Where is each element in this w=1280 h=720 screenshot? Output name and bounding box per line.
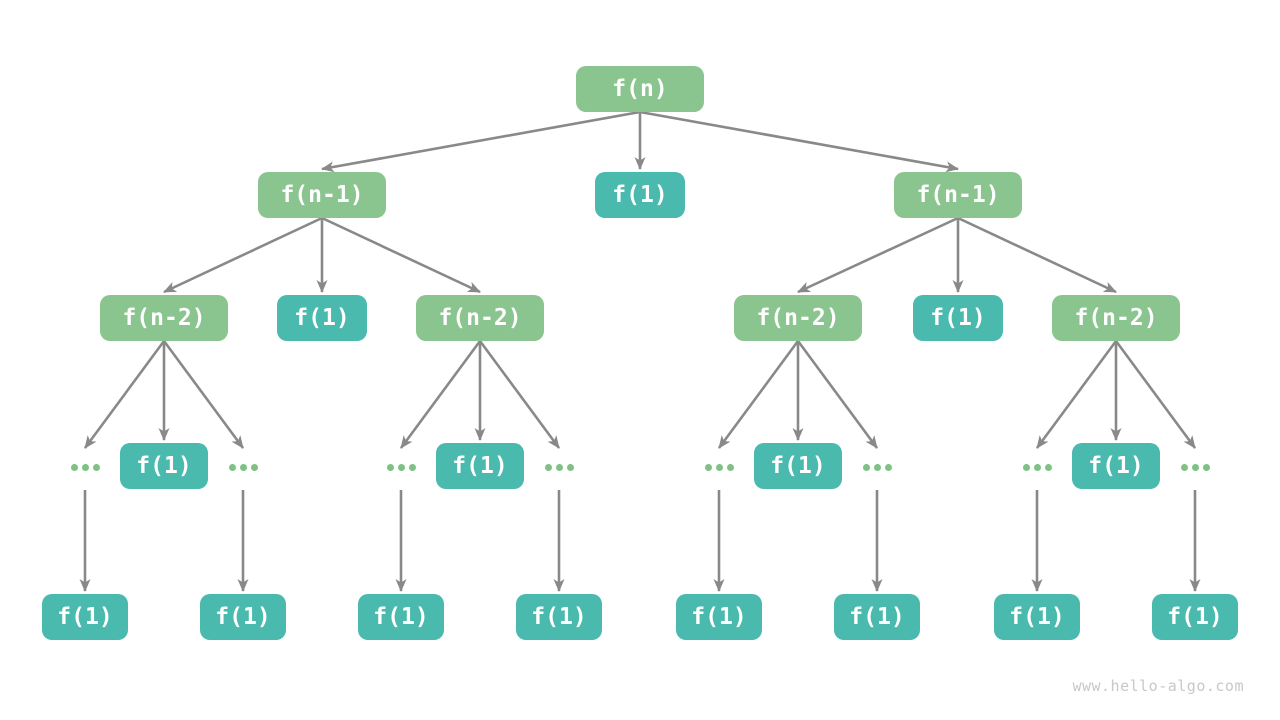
ellipsis-node-dots-8	[1180, 463, 1210, 471]
ellipsis-dot	[1202, 463, 1210, 471]
tree-node-fn1-right: f(n-1)	[894, 172, 1022, 218]
ellipsis-dot	[1044, 463, 1052, 471]
tree-node-f1-l3-right: f(1)	[913, 295, 1003, 341]
watermark: www.hello-algo.com	[1072, 677, 1244, 695]
ellipsis-dot	[408, 463, 416, 471]
ellipsis-dot	[715, 463, 723, 471]
tree-node-fn2-1: f(n-2)	[100, 295, 228, 341]
ellipsis-node-dots-1	[70, 463, 100, 471]
tree-node-root: f(n)	[576, 66, 704, 112]
tree-edge-fn1-right-to-fn2-4	[957, 216, 1117, 294]
tree-edge-fn2-2-to-dots-4	[478, 340, 561, 449]
tree-edge-fn1-left-to-fn2-2	[321, 216, 481, 294]
tree-edge-fn2-3-to-dots-6	[796, 340, 879, 449]
ellipsis-dot	[862, 463, 870, 471]
tree-node-f1-l5-6: f(1)	[834, 594, 920, 640]
ellipsis-dot	[544, 463, 552, 471]
ellipsis-dot	[250, 463, 258, 471]
tree-edge-fn2-2-to-dots-3	[399, 340, 482, 449]
ellipsis-node-dots-6	[862, 463, 892, 471]
tree-node-f1-l5-2: f(1)	[200, 594, 286, 640]
ellipsis-dot	[884, 463, 892, 471]
tree-node-f1-l5-1: f(1)	[42, 594, 128, 640]
tree-edge-fn2-4-to-dots-7	[1035, 340, 1118, 449]
tree-node-f1-l4-4: f(1)	[1072, 443, 1160, 489]
tree-node-f1-l5-5: f(1)	[676, 594, 762, 640]
tree-node-f1-l4-1: f(1)	[120, 443, 208, 489]
tree-edge-root-to-fn1-left	[321, 110, 641, 173]
tree-node-f1-l4-2: f(1)	[436, 443, 524, 489]
ellipsis-dot	[81, 463, 89, 471]
ellipsis-dot	[397, 463, 405, 471]
tree-node-fn2-2: f(n-2)	[416, 295, 544, 341]
ellipsis-node-dots-4	[544, 463, 574, 471]
ellipsis-dot	[92, 463, 100, 471]
ellipsis-dot	[1022, 463, 1030, 471]
tree-node-f1-l3-left: f(1)	[277, 295, 367, 341]
ellipsis-dot	[555, 463, 563, 471]
ellipsis-dot	[239, 463, 247, 471]
ellipsis-node-dots-7	[1022, 463, 1052, 471]
tree-node-f1-l5-4: f(1)	[516, 594, 602, 640]
tree-node-f1-l4-3: f(1)	[754, 443, 842, 489]
tree-node-f1-l5-7: f(1)	[994, 594, 1080, 640]
ellipsis-dot	[726, 463, 734, 471]
tree-node-fn2-3: f(n-2)	[734, 295, 862, 341]
ellipsis-dot	[704, 463, 712, 471]
ellipsis-dot	[1033, 463, 1041, 471]
tree-node-f1-l2: f(1)	[595, 172, 685, 218]
ellipsis-dot	[386, 463, 394, 471]
tree-edge-fn2-4-to-dots-8	[1114, 340, 1197, 449]
ellipsis-node-dots-5	[704, 463, 734, 471]
ellipsis-dot	[228, 463, 236, 471]
ellipsis-dot	[1180, 463, 1188, 471]
ellipsis-dot	[873, 463, 881, 471]
tree-node-f1-l5-8: f(1)	[1152, 594, 1238, 640]
ellipsis-node-dots-3	[386, 463, 416, 471]
tree-edge-fn1-left-to-fn2-1	[163, 216, 323, 294]
tree-node-fn1-left: f(n-1)	[258, 172, 386, 218]
tree-edge-fn2-1-to-dots-1	[83, 340, 166, 449]
ellipsis-dot	[70, 463, 78, 471]
tree-node-f1-l5-3: f(1)	[358, 594, 444, 640]
tree-edge-fn1-right-to-fn2-3	[797, 216, 959, 294]
ellipsis-node-dots-2	[228, 463, 258, 471]
tree-edge-root-to-fn1-right	[639, 110, 959, 173]
ellipsis-dot	[1191, 463, 1199, 471]
tree-edge-fn2-1-to-dots-2	[162, 340, 245, 449]
tree-node-fn2-4: f(n-2)	[1052, 295, 1180, 341]
tree-edge-fn2-3-to-dots-5	[717, 340, 800, 449]
ellipsis-dot	[566, 463, 574, 471]
